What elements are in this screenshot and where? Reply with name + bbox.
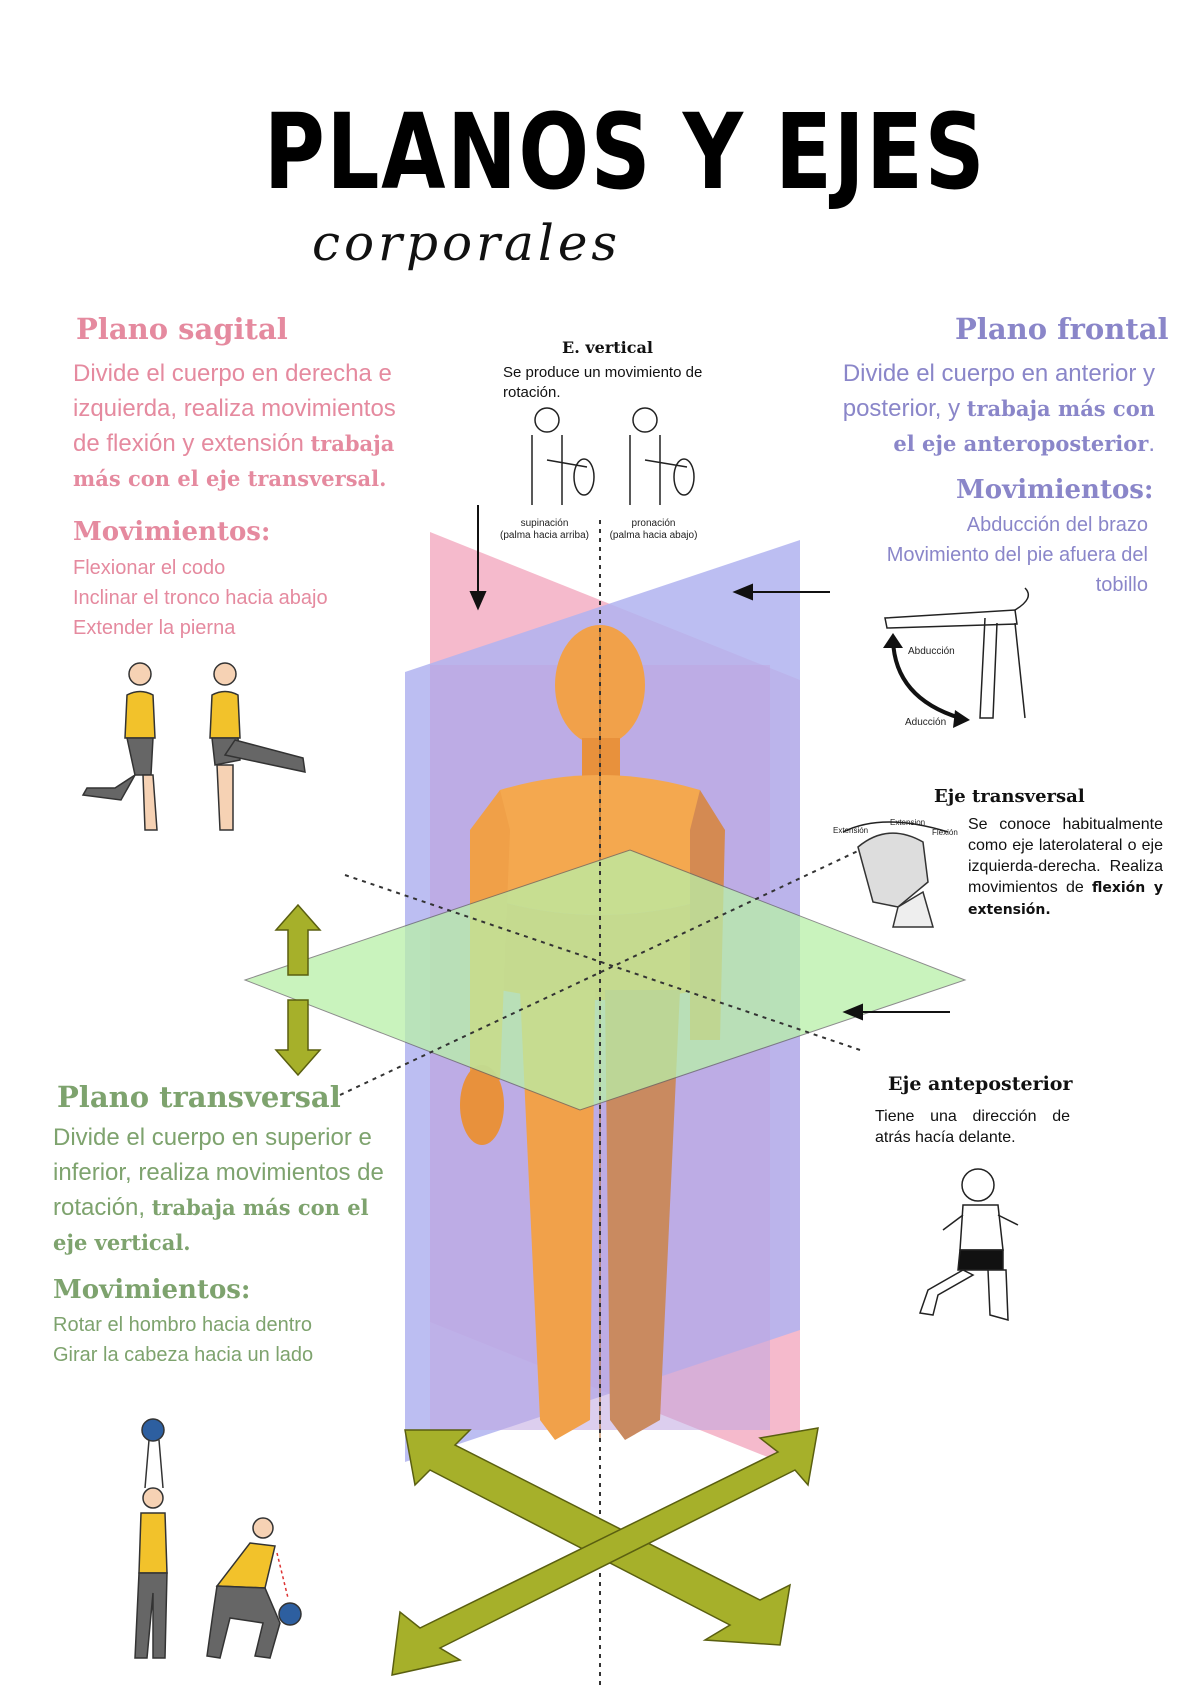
transverse-axis-line [344, 874, 861, 1051]
sagital-movements-heading: Movimientos: [73, 517, 271, 547]
sagital-movements-list: Flexionar el codo Inclinar el tronco hac… [73, 553, 328, 643]
eje-transversal-text: Se conoce habitualmente como eje laterol… [968, 816, 1163, 918]
eje-vertical-text: Se produce un movimiento de rotación. [503, 364, 703, 401]
sagital-heading: Plano sagital [76, 312, 288, 346]
transversal-plane [243, 849, 967, 1111]
list-item: Flexionar el codo [73, 557, 226, 579]
transversal-description: Divide el cuerpo en superior e inferior,… [53, 1124, 384, 1255]
transversal-heading: Plano transversal [57, 1080, 341, 1114]
list-item: Rotar el hombro hacia dentro [53, 1314, 313, 1336]
leg-extension-illustration [81, 662, 306, 831]
page-subtitle: corporales [312, 214, 622, 272]
frontal-movements-heading: Movimientos: [956, 475, 1154, 505]
eje-transversal-title: Eje transversal [934, 786, 1085, 807]
head-flexion-illustration [842, 821, 949, 928]
anteposterior-axis-line [339, 849, 861, 1096]
rotation-cross-arrows [391, 1427, 819, 1676]
adduction-label: Aducción [905, 717, 947, 728]
list-item: Movimiento del pie afuera del [886, 544, 1148, 566]
arm-abduction-illustration [883, 587, 1030, 728]
extension-label-2: Extension [890, 818, 926, 827]
frontal-movements-list: Abducción del brazo Movimiento del pie a… [850, 510, 1148, 600]
list-item: Inclinar el tronco hacia abajo [73, 587, 328, 609]
frontal-heading: Plano frontal [955, 312, 1169, 346]
list-item: tobillo [1095, 574, 1148, 596]
abduction-label: Abducción [908, 646, 955, 657]
transversal-movements-heading: Movimientos: [53, 1275, 251, 1305]
supination-pronation-illustration [531, 407, 695, 505]
page-title: PLANOS Y EJES [263, 91, 987, 213]
extension-label: Extensión [833, 826, 869, 835]
eje-anteposterior-text: Tiene una dirección de atrás hacía delan… [875, 1108, 1070, 1146]
list-item: Girar la cabeza hacia un lado [53, 1344, 314, 1366]
pointer-arrows [469, 505, 950, 1021]
frontal-description: Divide el cuerpo en anterior y posterior… [842, 360, 1155, 457]
pronation-label: pronación(palma hacia abajo) [609, 518, 698, 541]
eje-anteposterior-title: Eje anteposterior [888, 1073, 1073, 1095]
transversal-movements-list: Rotar el hombro hacia dentro Girar la ca… [53, 1310, 313, 1370]
vertical-movement-arrow [274, 903, 322, 1077]
child-kick-illustration [918, 1168, 1019, 1321]
list-item: Abducción del brazo [966, 514, 1148, 536]
supination-label: supinación(palma hacia arriba) [500, 518, 589, 541]
eje-vertical-title: E. vertical [562, 338, 653, 357]
list-item: Extender la pierna [73, 617, 236, 639]
ball-exercise-illustration [134, 1418, 302, 1659]
sagital-description: Divide el cuerpo en derecha e izquierda,… [73, 360, 396, 491]
flexion-label: Flexión [932, 828, 958, 837]
